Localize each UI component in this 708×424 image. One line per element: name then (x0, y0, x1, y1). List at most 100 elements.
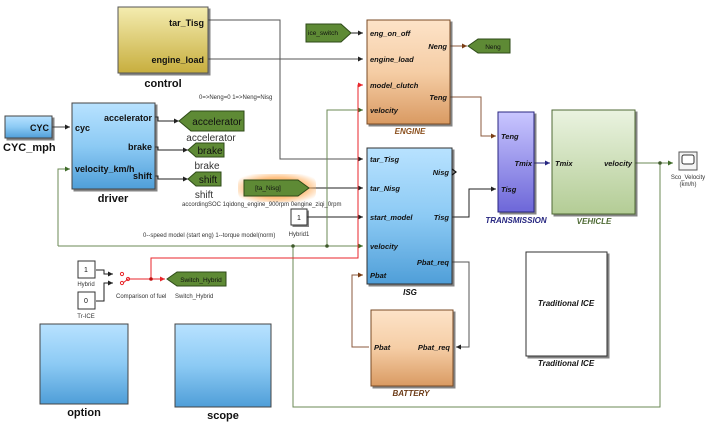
line-pbat[interactable] (351, 272, 369, 348)
nisg-unconnected-port-icon (451, 168, 457, 176)
engine-port-model-clutch: model_clutch (370, 81, 419, 90)
traditional-ice-subsystem[interactable]: Traditional ICE Traditional ICE (525, 251, 608, 368)
line-trice-const[interactable] (96, 280, 113, 302)
transmission-subsystem[interactable]: Teng Tisg Tmix TRANSMISSION (485, 111, 547, 225)
vehicle-port-velocity: velocity (604, 159, 633, 168)
control-port-engine-load: engine_load (151, 55, 204, 65)
goto-accelerator[interactable]: accelerator accelerator (178, 110, 245, 144)
isg-port-tar-tisg: tar_Tisg (370, 155, 399, 164)
cyc-mph-label: CYC_mph (3, 142, 56, 154)
scope-subsystem[interactable]: scope (174, 323, 272, 422)
control-port-tar-tisg: tar_Tisg (169, 18, 204, 28)
hybrid-value: 1 (84, 267, 88, 274)
battery-port-pbat-req: Pbat_req (418, 343, 451, 352)
transmission-label: TRANSMISSION (485, 216, 547, 225)
battery-port-pbat: Pbat (374, 343, 391, 352)
goto-switch-hybrid-tag: Switch_Hybrid (180, 277, 222, 284)
line-model-clutch[interactable] (150, 82, 363, 279)
option-subsystem[interactable]: option (39, 323, 129, 419)
line-hybrid-const[interactable] (96, 269, 113, 277)
line-tisg[interactable] (452, 186, 496, 218)
vehicle-port-tmix: Tmix (555, 159, 573, 168)
line-teng[interactable] (450, 96, 496, 139)
trice-label: Tr-ICE (77, 314, 94, 320)
from-ice-switch-tag: ice_switch (308, 30, 338, 37)
battery-label: BATTERY (392, 389, 430, 398)
neng-annotation: 0=>Neng=0 1=>Neng=Nisg (199, 95, 272, 101)
option-label: option (67, 407, 101, 419)
from-ta-nisg-tag: [ta_Nisg] (255, 185, 281, 192)
traditional-ice-inner-label: Traditional ICE (538, 299, 595, 308)
trice-constant[interactable]: 0 Tr-ICE (77, 291, 96, 320)
isg-port-pbat: Pbat (370, 271, 387, 280)
line-brake[interactable] (155, 146, 188, 153)
isg-port-tar-nisg: tar_Nisg (370, 184, 400, 193)
sco-velocity-scope[interactable]: Sco_Velocity (km/h) (671, 151, 705, 188)
isg-subsystem[interactable]: tar_Tisg tar_Nisg start_model velocity P… (366, 147, 457, 297)
goto-shift[interactable]: shift shift (187, 171, 222, 201)
driver-port-accelerator: accelerator (104, 113, 153, 123)
trice-value: 0 (84, 298, 88, 305)
driver-port-cyc: cyc (75, 123, 90, 133)
engine-port-engine-load: engine_load (370, 55, 414, 64)
driver-port-shift: shift (133, 171, 152, 181)
vehicle-label: VEHICLE (577, 217, 612, 226)
engine-port-neng: Neng (428, 42, 447, 51)
switch-terminal-1-icon (119, 271, 125, 277)
line-accelerator[interactable] (155, 116, 179, 124)
vehicle-subsystem[interactable]: Tmix velocity VEHICLE (551, 109, 636, 226)
driver-port-velocity: velocity_km/h (75, 164, 135, 174)
hybrid1-label: Hybrid1 (289, 232, 310, 238)
signal-lines (52, 19, 673, 408)
line-velocity-engine[interactable] (326, 107, 363, 246)
engine-port-teng: Teng (429, 93, 447, 102)
driver-port-brake: brake (128, 142, 152, 152)
engine-subsystem[interactable]: eng_on_off engine_load model_clutch velo… (366, 19, 451, 136)
soc-annotation: accordingSOC 1qidong_engine_900rpm 0engi… (182, 202, 341, 208)
goto-accelerator-label: accelerator (186, 133, 236, 144)
isg-port-pbat-req: Pbat_req (417, 258, 450, 267)
goto-switch-hybrid[interactable]: Switch_Hybrid Switch_Hybrid (166, 271, 227, 300)
engine-label: ENGINE (395, 127, 426, 136)
goto-neng-tag: Neng (485, 44, 501, 51)
line-pbat-req[interactable] (452, 261, 470, 350)
line-tar-tisg[interactable] (208, 19, 363, 162)
goto-neng[interactable]: Neng (467, 38, 511, 54)
control-label: control (144, 78, 181, 90)
from-ice-switch[interactable]: ice_switch (305, 23, 352, 43)
mode-annotation: 0--speed model (start eng) 1--torque mod… (143, 233, 275, 239)
goto-accelerator-tag: accelerator (192, 117, 242, 128)
cyc-port-label: CYC (30, 123, 50, 133)
transmission-port-tisg: Tisg (501, 185, 517, 194)
isg-port-start-model: start_model (370, 213, 413, 222)
hybrid1-constant[interactable]: 1 Hybrid1 (289, 208, 310, 238)
scope-label: scope (207, 410, 239, 422)
goto-brake-tag: brake (197, 146, 222, 157)
line-shift[interactable] (155, 175, 188, 182)
line-velocity-feedback[interactable] (292, 163, 661, 408)
switch-label: Comparison of fuel (116, 294, 166, 300)
driver-label: driver (98, 193, 129, 205)
goto-shift-label: shift (195, 190, 214, 201)
transmission-port-teng: Teng (501, 132, 519, 141)
driver-subsystem[interactable]: cyc velocity_km/h accelerator brake shif… (71, 102, 156, 205)
battery-subsystem[interactable]: Pbat Pbat_req BATTERY (370, 309, 454, 398)
hybrid-constant[interactable]: 1 Hybrid (77, 260, 96, 288)
manual-switch[interactable]: Comparison of fuel (116, 271, 166, 300)
line-velocity-driver[interactable] (57, 166, 70, 246)
engine-port-velocity: velocity (370, 106, 399, 115)
from-ta-nisg[interactable]: [ta_Nisg] (238, 174, 316, 202)
engine-port-eng-on-off: eng_on_off (370, 29, 412, 38)
hybrid-label: Hybrid (77, 282, 94, 288)
hybrid1-value: 1 (297, 215, 301, 222)
goto-brake[interactable]: brake brake (187, 142, 225, 172)
control-subsystem[interactable]: tar_Tisg engine_load control (117, 6, 209, 90)
transmission-port-tmix: Tmix (514, 159, 532, 168)
isg-port-nisg: Nisg (433, 168, 450, 177)
goto-brake-label: brake (194, 161, 219, 172)
traditional-ice-label: Traditional ICE (538, 359, 595, 368)
cyc-mph-block[interactable]: CYC CYC_mph (3, 115, 56, 154)
isg-port-tisg: Tisg (434, 213, 450, 222)
sco-velocity-label-1: Sco_Velocity (671, 175, 705, 181)
